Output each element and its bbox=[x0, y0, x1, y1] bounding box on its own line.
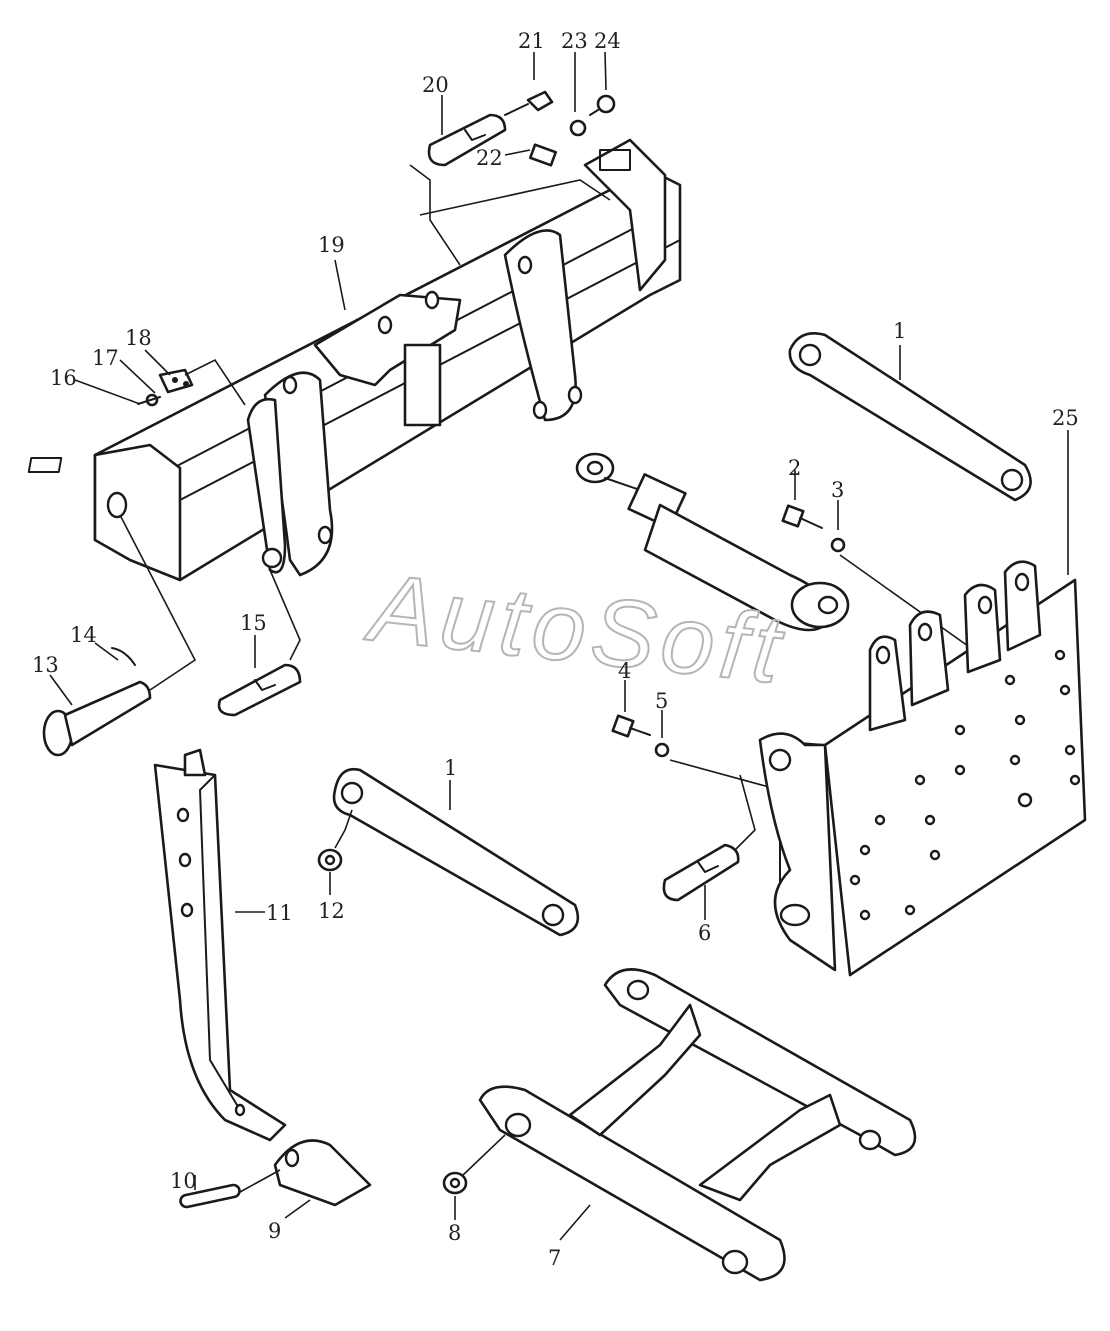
callout-16: 16 bbox=[50, 366, 77, 390]
callout-19: 19 bbox=[318, 233, 345, 257]
cotter-pin-14 bbox=[111, 647, 136, 666]
callout-5: 5 bbox=[655, 689, 668, 713]
washer-3 bbox=[830, 537, 846, 553]
callout-9: 9 bbox=[268, 1219, 281, 1243]
callout-15: 15 bbox=[240, 611, 267, 635]
bolt-16 bbox=[137, 396, 161, 405]
callout-labels: 1 1 2 3 4 5 6 7 8 9 10 11 12 13 14 15 16… bbox=[32, 29, 1079, 1270]
pin-13 bbox=[42, 680, 152, 757]
callout-17: 17 bbox=[92, 346, 119, 370]
pin-10 bbox=[179, 1183, 241, 1209]
callout-leaders bbox=[49, 51, 1069, 1241]
plate-22 bbox=[528, 143, 558, 167]
pin-6 bbox=[662, 843, 740, 902]
callout-13: 13 bbox=[32, 653, 59, 677]
callout-4: 4 bbox=[618, 659, 631, 683]
callout-12: 12 bbox=[318, 899, 345, 923]
center-bracket bbox=[313, 290, 462, 427]
hydraulic-cylinder-4 bbox=[575, 452, 850, 632]
callout-20: 20 bbox=[422, 73, 449, 97]
callout-6: 6 bbox=[698, 921, 711, 945]
ripper-tip-9 bbox=[273, 1139, 372, 1207]
ripper-shank-11 bbox=[153, 748, 287, 1142]
link-1-lower bbox=[332, 767, 580, 937]
callout-25: 25 bbox=[1052, 406, 1079, 430]
callout-2: 2 bbox=[788, 456, 801, 480]
pin-20 bbox=[427, 113, 507, 167]
callout-21: 21 bbox=[518, 29, 545, 53]
frame-bracket-left bbox=[246, 371, 334, 577]
pin-15 bbox=[217, 663, 302, 717]
callout-3: 3 bbox=[831, 478, 844, 502]
frame-7 bbox=[478, 968, 917, 1282]
mounting-plate-25 bbox=[758, 560, 1087, 977]
bolt-4-lower bbox=[611, 714, 651, 738]
callout-1-upper: 1 bbox=[893, 319, 906, 343]
nut-8 bbox=[442, 1171, 468, 1195]
callout-23: 23 bbox=[561, 29, 588, 53]
callout-18: 18 bbox=[125, 326, 152, 350]
plate-18 bbox=[158, 368, 194, 394]
link-1-upper bbox=[788, 332, 1032, 502]
callout-7: 7 bbox=[548, 1246, 561, 1270]
bolt-21 bbox=[504, 90, 554, 116]
callout-1-lower: 1 bbox=[444, 756, 457, 780]
callout-24: 24 bbox=[594, 29, 621, 53]
callout-10: 10 bbox=[170, 1169, 197, 1193]
callout-22: 22 bbox=[476, 146, 503, 170]
nut-12 bbox=[317, 848, 343, 872]
bolt-24 bbox=[589, 94, 616, 116]
bolt-2 bbox=[781, 504, 823, 529]
washer-5 bbox=[654, 742, 670, 758]
callout-8: 8 bbox=[448, 1221, 461, 1245]
callout-14: 14 bbox=[70, 623, 97, 647]
callout-11: 11 bbox=[266, 901, 293, 925]
frame-bracket-right bbox=[503, 229, 583, 422]
washer-23 bbox=[569, 119, 587, 137]
